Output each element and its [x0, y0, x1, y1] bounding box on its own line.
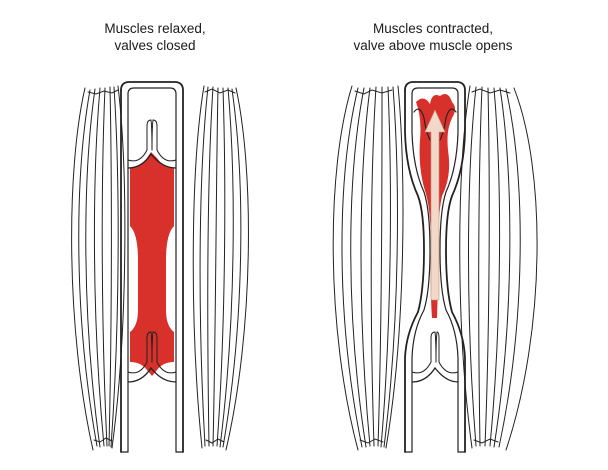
muscle-right-relaxed: [192, 85, 249, 451]
panel-relaxed: [71, 81, 249, 453]
caption-relaxed: Muscles relaxed, valves closed: [35, 20, 275, 54]
panel-contracted: [332, 81, 538, 453]
caption-contracted: Muscles contracted, valve above muscle o…: [313, 20, 553, 54]
flow-arrow: [424, 109, 446, 301]
blood-relaxed: [130, 152, 174, 376]
vein-contracted: [404, 81, 466, 453]
muscle-left-relaxed: [71, 85, 126, 451]
caption-contracted-line-2: valve above muscle opens: [353, 38, 513, 53]
vein-relaxed: [120, 81, 184, 453]
caption-relaxed-line-1: Muscles relaxed,: [104, 21, 206, 36]
muscle-right-contracted: [459, 85, 538, 451]
muscle-left-contracted: [332, 85, 404, 451]
caption-contracted-line-1: Muscles contracted,: [372, 21, 494, 36]
caption-relaxed-line-2: valves closed: [114, 38, 196, 53]
